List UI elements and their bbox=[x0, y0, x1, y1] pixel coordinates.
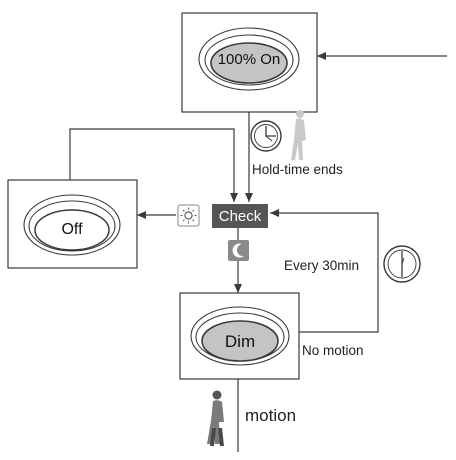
state-dim-label: Dim bbox=[224, 332, 256, 351]
state-dim bbox=[179, 292, 300, 380]
state-off-label: Off bbox=[61, 221, 83, 238]
hold-time-label: Hold-time ends bbox=[252, 162, 343, 177]
clock-icon bbox=[250, 120, 282, 152]
no-motion-label: No motion bbox=[302, 343, 364, 358]
arrow-dim-to-check bbox=[270, 209, 379, 333]
check-node: Check bbox=[212, 204, 268, 228]
state-on bbox=[181, 12, 318, 113]
person-walking-icon bbox=[207, 390, 224, 446]
arrow-off-to-check bbox=[69, 128, 238, 202]
sun-icon bbox=[177, 204, 200, 227]
every-30min-label: Every 30min bbox=[284, 258, 360, 273]
state-off bbox=[7, 179, 138, 269]
state-on-label: 100% On bbox=[217, 51, 281, 68]
motion-label: motion bbox=[245, 406, 297, 425]
person-walking-icon bbox=[291, 110, 306, 160]
clock-icon bbox=[383, 245, 421, 283]
moon-icon bbox=[228, 240, 249, 261]
